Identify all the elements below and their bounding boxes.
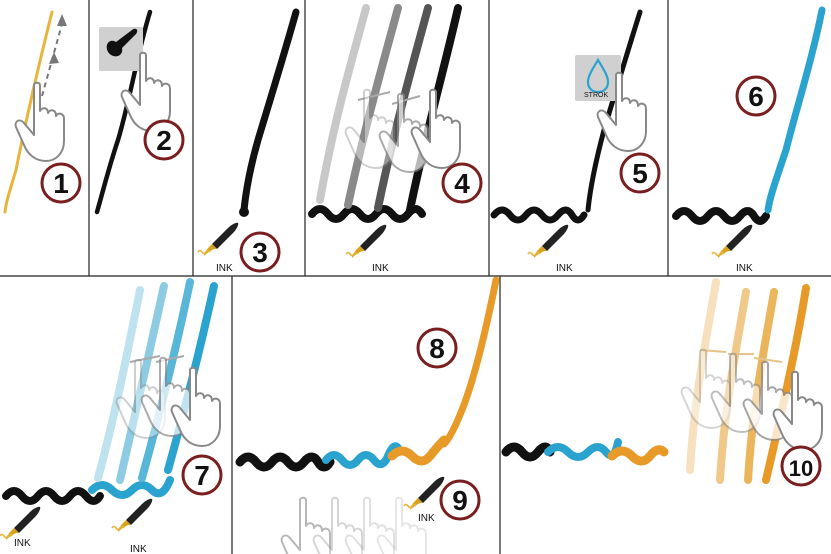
brush-icon (527, 223, 570, 259)
brush-icon (403, 475, 446, 511)
ink-label: INK (372, 263, 389, 274)
brush-icon (0, 505, 42, 541)
ink-label: INK (216, 263, 233, 274)
black-stroke (240, 8, 300, 214)
step-badge-1: 1 (40, 162, 82, 204)
panel-2 (94, 9, 171, 215)
ink-label: INK (556, 263, 573, 274)
step-badge-5: 5 (619, 152, 661, 194)
panel-10 (501, 278, 823, 484)
step-number: 9 (452, 485, 468, 516)
brush-icon (111, 497, 154, 533)
step-badge-4: 4 (441, 162, 483, 204)
step-badge-7: 7 (181, 454, 223, 496)
panel-5: STROK INK (490, 9, 647, 274)
ink-label: INK (736, 263, 753, 274)
step-number: 7 (194, 460, 210, 491)
step-number: 2 (156, 125, 172, 156)
step-number: 4 (454, 168, 470, 199)
step-number: 8 (429, 333, 445, 364)
ink-label: INK (418, 513, 435, 524)
panel-6: INK (672, 6, 826, 274)
orange-stroke (440, 276, 500, 448)
brush-icon (106, 28, 138, 57)
direction-arrows (41, 14, 67, 97)
step-badge-6: 6 (735, 75, 777, 117)
step-badge-3: 3 (239, 231, 281, 273)
ink-label: INK (130, 544, 147, 554)
panel-8-9: INK (235, 276, 500, 554)
step-number: 5 (632, 158, 648, 189)
step-number: 6 (748, 81, 764, 112)
step-number: 10 (789, 456, 813, 481)
blue-stroke (764, 6, 826, 214)
brush-icon (197, 221, 240, 257)
panel-3: INK (197, 8, 300, 274)
hand-icon (14, 81, 65, 162)
yellow-stroke (3, 10, 54, 214)
step-badge-10: 10 (780, 445, 822, 487)
step-number: 3 (252, 237, 268, 268)
step-badge-9: 9 (439, 479, 481, 521)
panel-4: INK (308, 4, 462, 274)
step-badge-8: 8 (416, 327, 458, 369)
droplet-icon (586, 57, 610, 94)
step-badge-2: 2 (143, 119, 185, 161)
stroke-tool-button (575, 55, 621, 101)
step-badges: 1 2 3 4 5 6 7 8 9 10 (40, 75, 822, 521)
ink-label: INK (14, 538, 31, 549)
panel-1 (3, 10, 67, 214)
stroke-label: STROK (584, 92, 608, 99)
panel-7: INK INK (0, 278, 221, 554)
step-number: 1 (53, 168, 69, 199)
brush-icon (345, 223, 388, 259)
brush-icon (711, 223, 754, 259)
